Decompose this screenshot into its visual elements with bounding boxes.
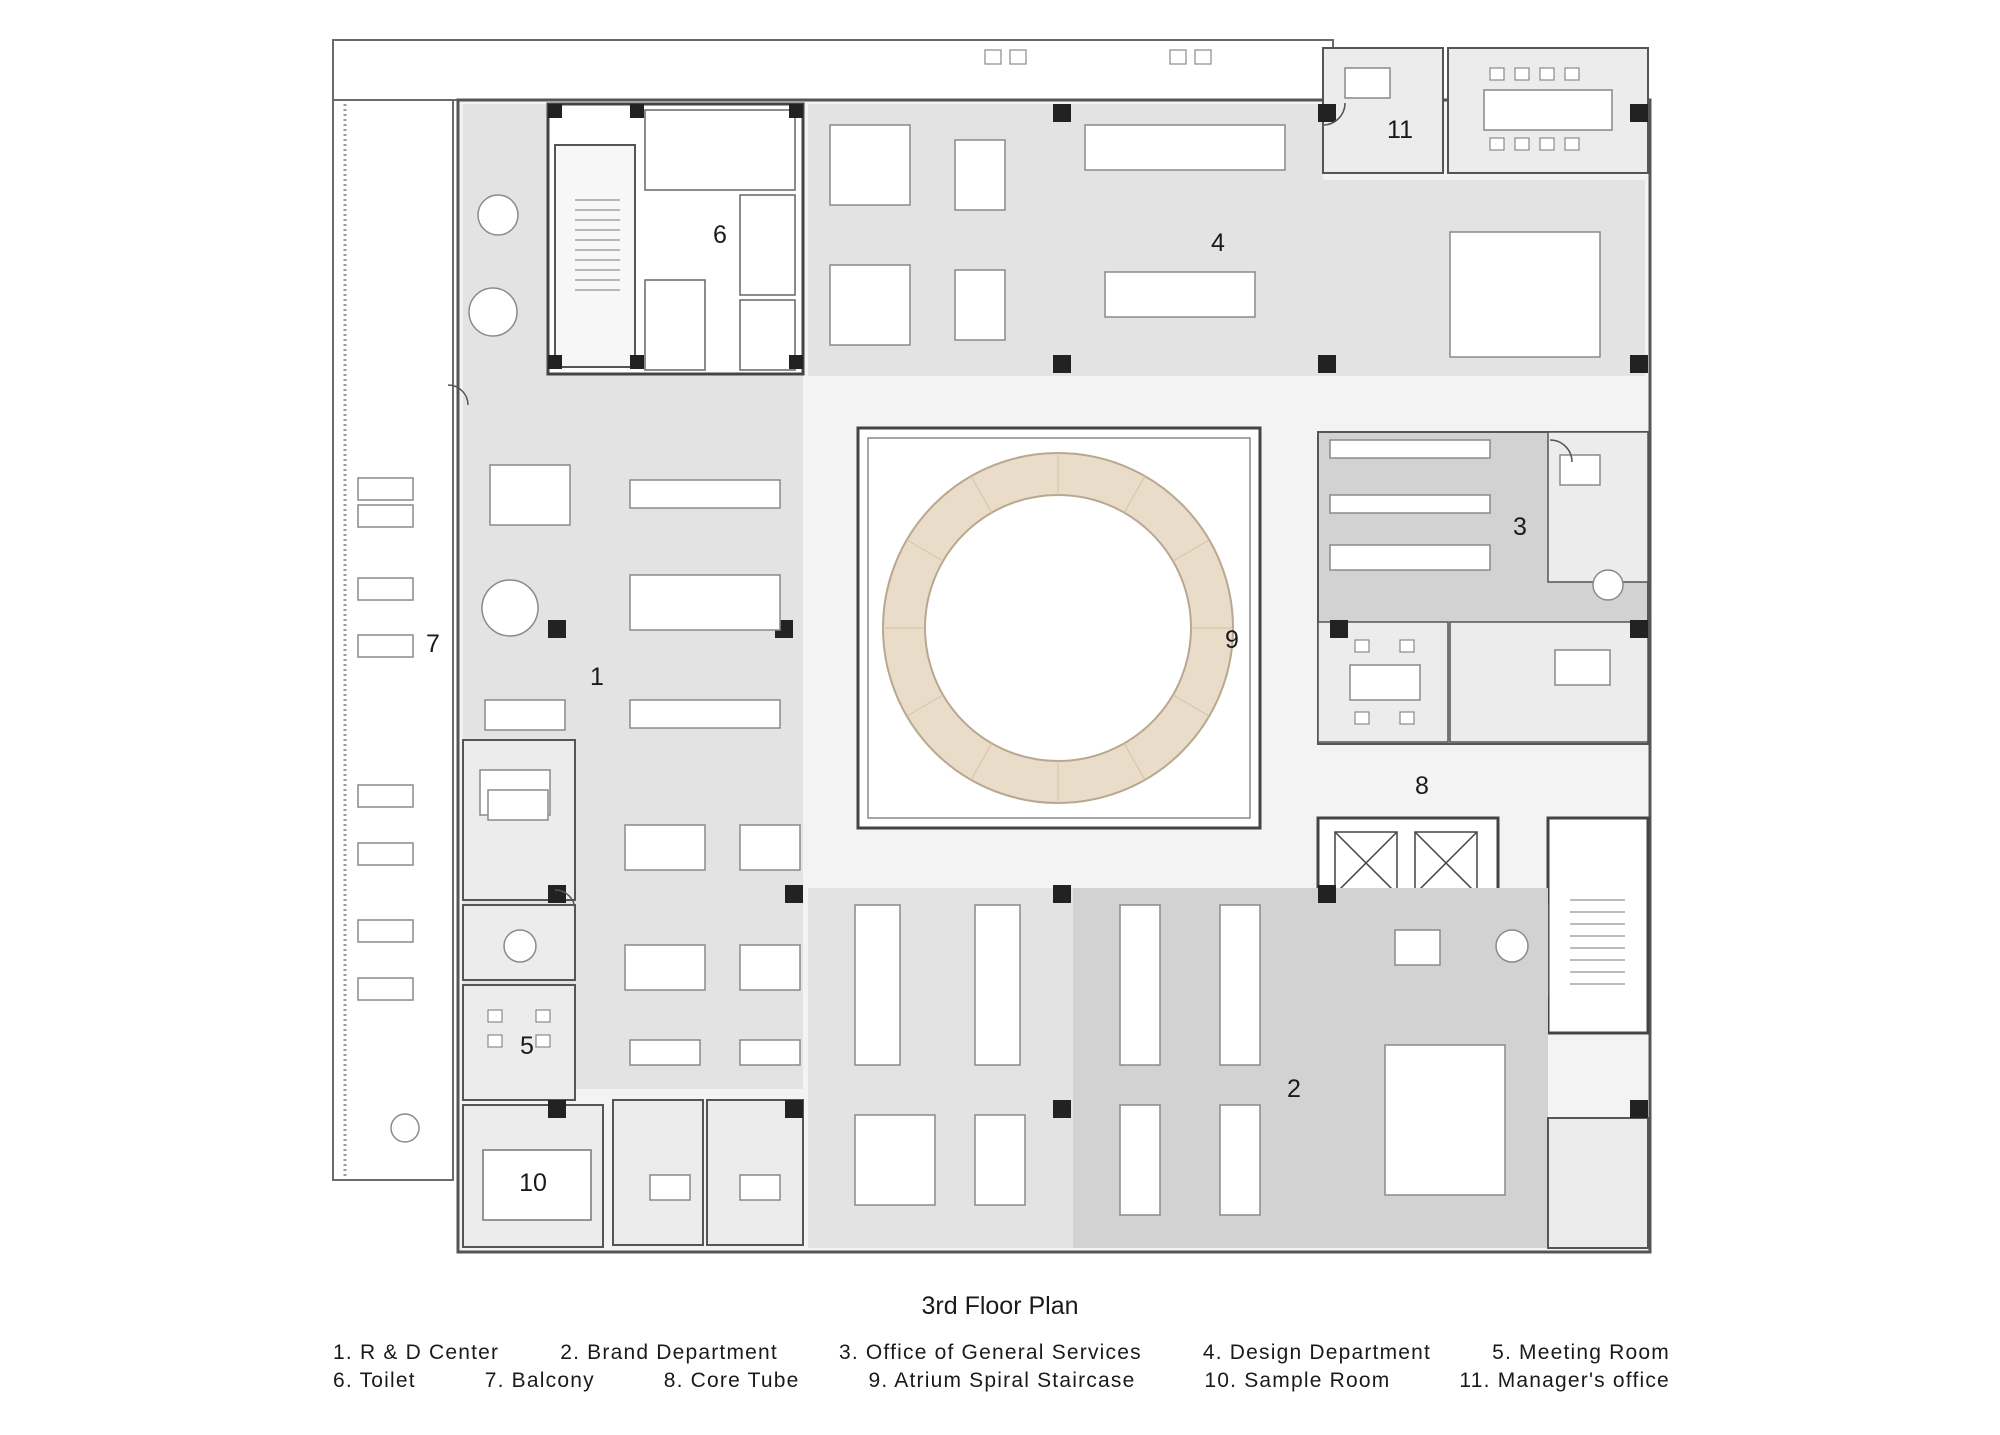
zone-number-8: 8 xyxy=(1415,772,1429,800)
legend-item-3: 3. Office of General Services xyxy=(838,1341,1142,1364)
meeting-table xyxy=(1483,89,1613,131)
legend-item-8: 8. Core Tube xyxy=(663,1369,800,1392)
zone-number-5: 5 xyxy=(520,1032,534,1060)
atrium-inner-edge xyxy=(867,437,1251,819)
legend-item-5: 5. Meeting Room xyxy=(1492,1341,1670,1364)
zone-number-3: 3 xyxy=(1513,513,1527,541)
zone-brand-lower-left xyxy=(808,888,1073,1248)
round-table-icon xyxy=(390,194,1624,1143)
legend-item-9: 9. Atrium Spiral Staircase xyxy=(868,1369,1136,1392)
desk-icon xyxy=(479,67,1611,1216)
plan-title: 3rd Floor Plan xyxy=(921,1292,1079,1320)
legend-item-10: 10. Sample Room xyxy=(1204,1369,1391,1392)
zone-number-11: 11 xyxy=(1387,116,1413,144)
legend-item-11: 11. Manager's office xyxy=(1459,1369,1670,1392)
zone-number-4: 4 xyxy=(1211,229,1225,257)
room-bottom-office-2 xyxy=(706,1099,804,1246)
room-meeting xyxy=(462,984,576,1101)
zone-number-10: 10 xyxy=(519,1169,547,1197)
legend-item-7: 7. Balcony xyxy=(484,1369,595,1392)
legend-item-1: 1. R & D Center xyxy=(333,1341,500,1364)
zone-number-2: 2 xyxy=(1287,1075,1301,1103)
legend-item-2: 2. Brand Department xyxy=(560,1341,778,1364)
legend-item-4: 4. Design Department xyxy=(1202,1341,1432,1364)
toilet-room-2 xyxy=(739,194,796,296)
balcony-top-strip xyxy=(332,39,1334,101)
legend-row-2: 6. Toilet 7. Balcony 8. Core Tube 9. Atr… xyxy=(333,1369,1670,1393)
core-stair-right xyxy=(1546,816,1650,1035)
zone-number-7: 7 xyxy=(426,630,440,658)
door-icon xyxy=(447,102,1573,911)
gs-director-room xyxy=(1449,621,1649,743)
toilet-room xyxy=(644,109,796,191)
zone-number-1: 1 xyxy=(590,663,604,691)
sample-room-inner xyxy=(482,1149,592,1221)
sofa-icon xyxy=(357,477,566,1001)
toilet-room-4 xyxy=(739,299,796,371)
zone-number-6: 6 xyxy=(713,221,727,249)
room-bottom-office-1 xyxy=(612,1099,704,1246)
stair-icon xyxy=(575,199,620,291)
legend-item-6: 6. Toilet xyxy=(333,1369,416,1392)
room-manager-office xyxy=(1322,47,1444,174)
legend-row-1: 1. R & D Center 2. Brand Department 3. O… xyxy=(333,1341,1670,1365)
toilet-stair xyxy=(554,144,636,368)
balcony-area xyxy=(332,39,454,1181)
staircase-treads xyxy=(883,453,1233,803)
toilet-room-3 xyxy=(644,279,706,371)
spiral-staircase-void xyxy=(924,494,1192,762)
zone-number-9: 9 xyxy=(1225,626,1239,654)
room-bottom-right-office xyxy=(1547,1117,1649,1249)
chair-icon xyxy=(487,49,1580,1048)
stair-icon xyxy=(1570,899,1625,985)
column-icon xyxy=(548,104,1648,1118)
